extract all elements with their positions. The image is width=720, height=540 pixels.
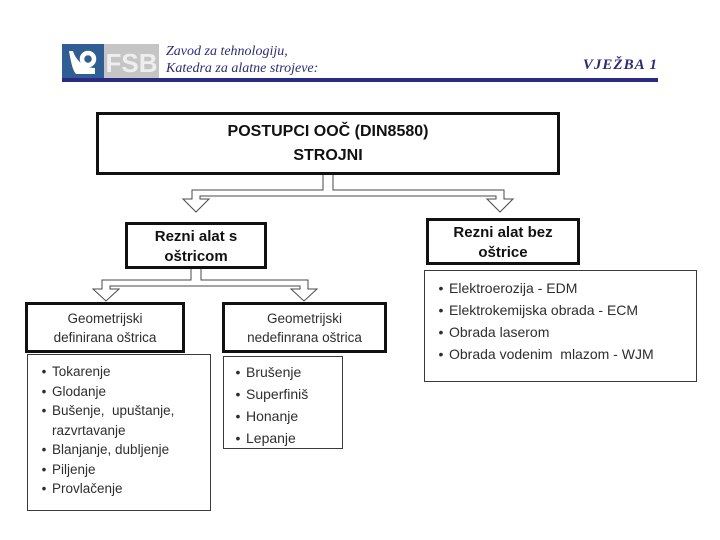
header-rule — [62, 78, 658, 82]
list-item: • Obrada laserom — [433, 321, 692, 343]
fsb-logo-icon — [62, 44, 104, 82]
list-item: • Obrada vodenim mlazom - WJM — [433, 343, 692, 365]
bullet-icon: • — [41, 383, 47, 399]
list-item: • Blanjanje, dubljenje — [36, 440, 206, 460]
list-item: • Bušenje, upuštanje, razvrtavanje — [36, 401, 206, 440]
bullet-icon: • — [235, 430, 241, 446]
bullet-icon: • — [438, 346, 444, 362]
node-line2: nedefinrana oštrica — [247, 330, 362, 345]
bullet-icon: • — [235, 386, 241, 402]
list-edgeless-processes: • Elektroerozija - EDM • Elektrokemijska… — [424, 270, 697, 382]
list-item: • Honanje — [230, 405, 340, 427]
node-line1: Geometrijski — [266, 311, 342, 326]
root-node-postupci: POSTUPCI OOČ (DIN8580) STROJNI — [96, 112, 560, 175]
bullet-icon: • — [41, 364, 47, 379]
bullet-icon: • — [41, 442, 47, 457]
root-node-line2: STROJNI — [293, 147, 363, 164]
node-rezni-alat-bez-ostrice: Rezni alat bez oštrice — [426, 218, 580, 265]
node-geometrijski-nedefinrana: Geometrijski nedefinrana oštrica — [222, 302, 387, 353]
node-rezni-alat-s-ostricom: Rezni alat s oštricom — [125, 222, 267, 269]
node-line1: Geometrijski — [67, 311, 143, 326]
bullet-icon: • — [235, 408, 241, 424]
list-item: • Lepanje — [230, 427, 340, 449]
bullet-icon: • — [41, 481, 47, 496]
exercise-label: VJEŽBA 1 — [582, 57, 658, 73]
list-item: • Superfiniš — [230, 383, 340, 405]
node-line1: Rezni alat bez — [453, 224, 553, 241]
fsb-logo: FSB — [62, 44, 159, 82]
bullet-icon: • — [438, 324, 444, 340]
list-item: • Glodanje — [36, 382, 206, 402]
bullet-icon: • — [438, 280, 444, 296]
institute-line2: Katedra za alatne strojeve: — [166, 61, 319, 76]
list-defined-edge-processes: • Tokarenje • Glodanje • Bušenje, upušta… — [27, 354, 211, 511]
bullet-icon: • — [41, 403, 47, 418]
list-item: • Piljenje — [36, 460, 206, 480]
list-item: • Brušenje — [230, 361, 340, 383]
fsb-logo-text: FSB — [104, 44, 159, 82]
list-item: • Elektroerozija - EDM — [433, 277, 692, 299]
bullet-icon: • — [41, 461, 47, 477]
node-line2: definirana oštrica — [53, 330, 157, 345]
institute-header: Zavod za tehnologiju, Katedra za alatne … — [166, 43, 318, 77]
list-item: • Elektrokemijska obrada - ECM — [433, 299, 692, 321]
node-geometrijski-definirana: Geometrijski definirana oštrica — [25, 302, 185, 353]
connector-top-icon — [181, 172, 515, 213]
node-line2: oštrice — [478, 244, 528, 261]
node-line1: Rezni alat s — [154, 228, 238, 245]
bullet-icon: • — [235, 364, 241, 380]
list-item: • Provlačenje — [36, 479, 206, 499]
list-undefined-edge-processes: • Brušenje • Superfiniš • Honanje • Lepa… — [223, 356, 343, 449]
bullet-icon: • — [438, 302, 444, 318]
institute-line1: Zavod za tehnologiju, — [166, 44, 288, 59]
list-item: • Tokarenje — [36, 362, 206, 382]
connector-left-icon — [91, 266, 319, 302]
root-node-line1: POSTUPCI OOČ (DIN8580) — [227, 123, 429, 140]
node-line2: oštricom — [164, 248, 228, 265]
